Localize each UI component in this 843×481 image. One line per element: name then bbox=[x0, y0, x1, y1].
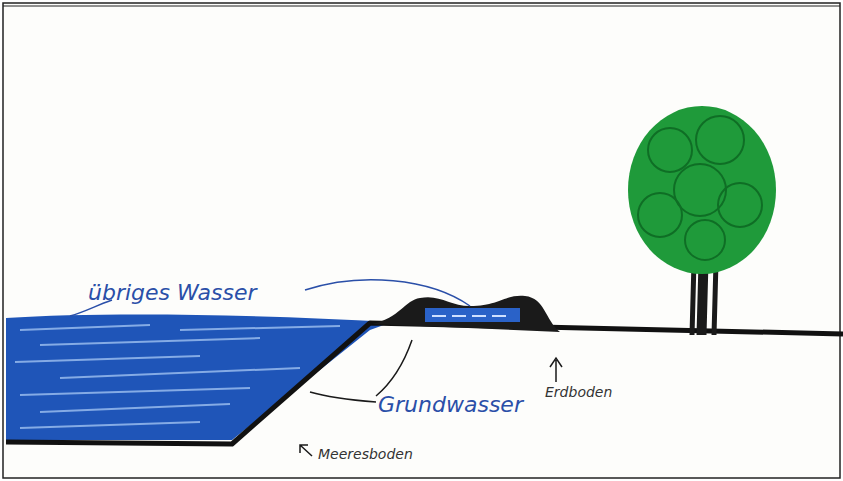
frame-line bbox=[3, 6, 840, 7]
leader-line bbox=[310, 392, 376, 402]
pointer-arrow bbox=[550, 358, 562, 382]
ground-line bbox=[6, 323, 843, 444]
leader-line bbox=[305, 280, 470, 306]
mound bbox=[372, 296, 560, 332]
tree-crown bbox=[628, 106, 776, 274]
frame bbox=[3, 3, 840, 478]
water-strokes bbox=[15, 325, 340, 428]
pond-strokes bbox=[432, 315, 506, 317]
pond-water bbox=[425, 308, 520, 322]
seabed-label: Meeresboden bbox=[318, 446, 413, 462]
crown-scribble bbox=[638, 116, 762, 260]
pointer-arrow bbox=[300, 445, 312, 456]
sea-water bbox=[6, 315, 392, 440]
soil-label: Erdboden bbox=[545, 384, 612, 400]
water-label: übriges Wasser bbox=[88, 280, 257, 305]
groundwater-label: Grundwasser bbox=[378, 392, 523, 417]
leader-line bbox=[376, 340, 412, 396]
